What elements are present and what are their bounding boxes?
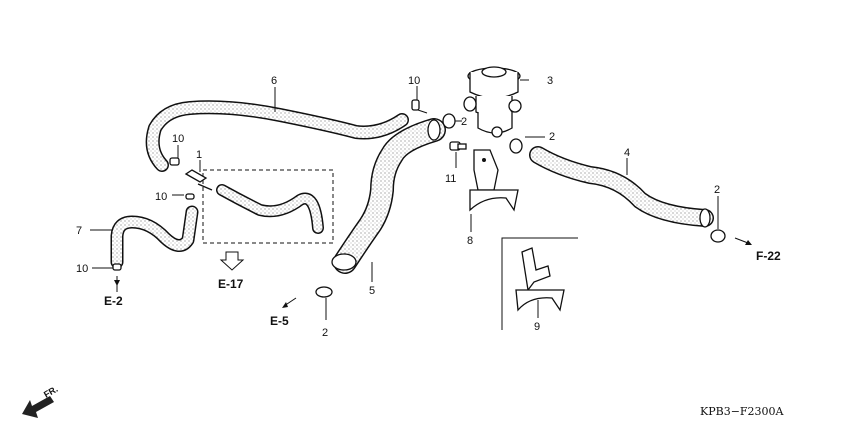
callout-3: 3: [547, 75, 553, 87]
ref-e17: E-17: [218, 277, 244, 291]
callout-10-left: 10: [172, 133, 184, 145]
joint-1: [184, 169, 213, 191]
callout-1: 1: [196, 149, 202, 161]
callout-10-mid: 10: [155, 191, 167, 203]
hose-4: [529, 146, 714, 228]
ref-e2: E-2: [104, 294, 123, 308]
callout-4: 4: [624, 147, 630, 159]
diagram-code: KPB3−F2300A: [700, 405, 785, 418]
hose-7: [110, 205, 199, 269]
callout-2-right: 2: [549, 131, 555, 143]
clamp-2-top: [442, 113, 456, 129]
callout-2-top: 2: [461, 116, 467, 128]
arrow-f22: [734, 237, 752, 245]
clip-10-bottom: [112, 263, 122, 271]
callout-9: 9: [534, 321, 540, 333]
hose-6: [145, 100, 409, 172]
callout-7: 7: [76, 225, 82, 237]
e17-detail-box: [202, 169, 334, 244]
callout-8: 8: [467, 235, 473, 247]
front-label: FR.: [42, 384, 60, 400]
clamp-2-far-right: [710, 229, 726, 243]
bolt-11: [449, 141, 467, 151]
clamp-2-bottom: [315, 286, 333, 298]
bracket-9: [515, 247, 565, 312]
clip-10-mid: [185, 193, 195, 200]
detail-frame: [501, 237, 578, 330]
callout-2-far-right: 2: [714, 184, 720, 196]
air-injection-valve-3: [463, 66, 522, 138]
leader-lines: [90, 79, 719, 320]
ref-f22: F-22: [756, 249, 781, 263]
clip-10-top: [411, 99, 420, 111]
arrow-e17: [219, 251, 245, 271]
callout-10-top: 10: [408, 75, 420, 87]
callout-10-bottom: 10: [76, 263, 88, 275]
ref-e5: E-5: [270, 314, 289, 328]
clamp-2-right: [509, 138, 523, 154]
hose-5: [331, 118, 446, 274]
callout-11: 11: [445, 173, 456, 185]
front-arrow-icon: [22, 396, 54, 418]
clip-10-left: [169, 157, 180, 166]
callout-2-bottom: 2: [322, 327, 328, 339]
callout-6: 6: [271, 75, 277, 87]
bracket-8: [469, 149, 519, 212]
arrow-e5: [282, 297, 297, 308]
callout-5: 5: [369, 285, 375, 297]
hose-e17: [216, 184, 324, 234]
arrow-e2: [114, 280, 120, 286]
